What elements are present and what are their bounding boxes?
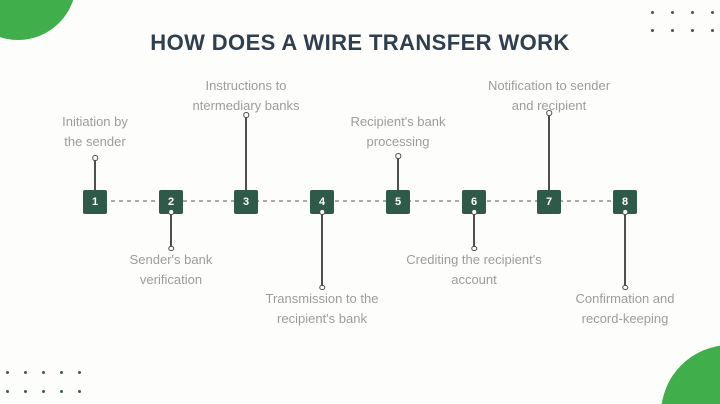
step-node: 5: [386, 190, 410, 214]
step-label: Notification to sender and recipient: [487, 78, 611, 113]
step-label: Transmission to the recipient's bank: [265, 291, 379, 326]
step-connector: [473, 214, 475, 246]
step-connector: [548, 115, 550, 190]
step-label: Instructions to ntermediary banks: [192, 78, 300, 113]
step-label: Initiation by the sender: [62, 114, 128, 149]
step-connector: [321, 214, 323, 285]
step-node: 3: [234, 190, 258, 214]
corner-circle-bottom-right: [661, 345, 720, 404]
step-connector: [170, 214, 172, 246]
dot-pattern-bottom-left: [6, 371, 81, 393]
step-connector: [397, 158, 399, 190]
step-node: 1: [83, 190, 107, 214]
step-label: Confirmation and record-keeping: [575, 291, 675, 326]
step-connector: [245, 117, 247, 190]
step-label: Crediting the recipient's account: [406, 252, 542, 287]
step-node: 7: [537, 190, 561, 214]
step-connector: [624, 214, 626, 285]
dot-pattern-top-right: [651, 11, 714, 32]
page-title: HOW DOES A WIRE TRANSFER WORK: [150, 30, 570, 55]
step-connector: [94, 160, 96, 190]
step-label: Recipient's bank processing: [350, 114, 446, 149]
timeline-dashed-line: [95, 200, 625, 202]
step-label: Sender's bank verification: [129, 252, 213, 287]
